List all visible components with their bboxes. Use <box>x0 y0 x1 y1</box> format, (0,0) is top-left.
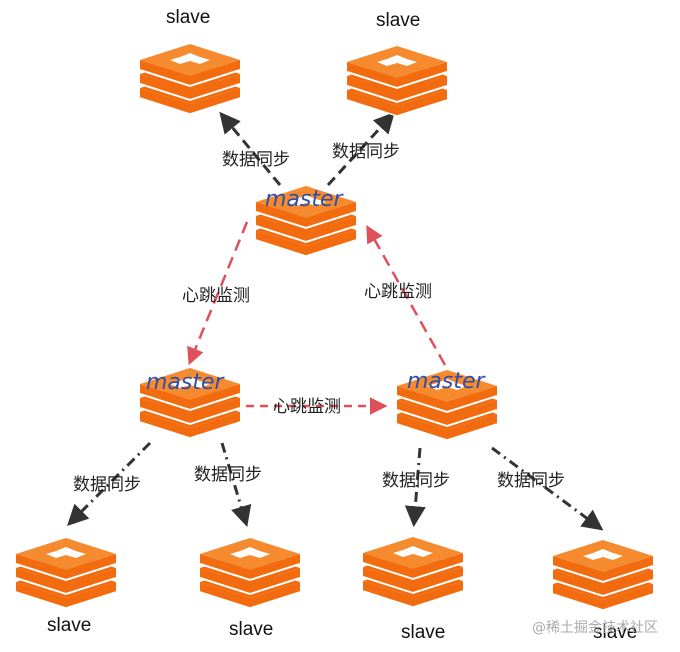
redis-stack-icon <box>362 536 464 608</box>
redis-stack-icon <box>139 43 241 115</box>
slave-node-bottom-1: slave <box>15 537 117 636</box>
edge-label-sync-right-1: 数据同步 <box>382 471 450 491</box>
edge-label-heartbeat-right-to-top: 心跳监测 <box>364 282 432 302</box>
slave-node-bottom-3: slave <box>362 536 464 643</box>
redis-stack-icon <box>199 537 301 609</box>
edge-sync-left-1 <box>67 441 152 526</box>
edge-heartbeat-top-to-left <box>187 221 249 366</box>
slave-label-top-left: slave <box>166 7 210 28</box>
slave-label-bottom-2: slave <box>229 619 273 640</box>
master-node-left: master <box>139 367 241 439</box>
slave-node-bottom-2: slave <box>199 537 301 640</box>
edge-label-heartbeat-top-to-left: 心跳监测 <box>182 286 250 306</box>
slave-node-bottom-4: slave <box>552 539 654 643</box>
edge-label-sync-top-right: 数据同步 <box>332 142 400 162</box>
master-node-top: master <box>255 185 357 257</box>
edge-sync-left-2 <box>220 442 252 528</box>
slave-label-bottom-4: slave <box>593 622 637 643</box>
edge-heartbeat-right-to-top <box>366 224 447 366</box>
slave-node-top-left: slave <box>139 7 241 115</box>
slave-label-bottom-1: slave <box>47 615 91 636</box>
master-label-top: master <box>265 187 345 212</box>
redis-stack-icon <box>346 45 448 117</box>
master-node-right: master <box>396 369 498 441</box>
edge-sync-right-2 <box>491 446 604 531</box>
edge-sync-right-1 <box>404 447 426 528</box>
edge-label-heartbeat-left-to-right: 心跳监测 <box>273 397 341 417</box>
edge-label-sync-right-2: 数据同步 <box>497 471 565 491</box>
master-label-right: master <box>407 369 487 394</box>
slave-label-top-right: slave <box>376 10 420 31</box>
slave-label-bottom-3: slave <box>401 622 445 643</box>
redis-stack-icon <box>15 537 117 609</box>
redis-stack-icon <box>552 539 654 611</box>
edge-label-sync-left-2: 数据同步 <box>194 465 262 485</box>
watermark-text: @稀土掘金技术社区 <box>532 620 658 636</box>
master-label-left: master <box>146 370 226 395</box>
edge-label-sync-top-left: 数据同步 <box>222 150 290 170</box>
edge-label-sync-left-1: 数据同步 <box>73 475 141 495</box>
slave-node-top-right: slave <box>346 10 448 117</box>
